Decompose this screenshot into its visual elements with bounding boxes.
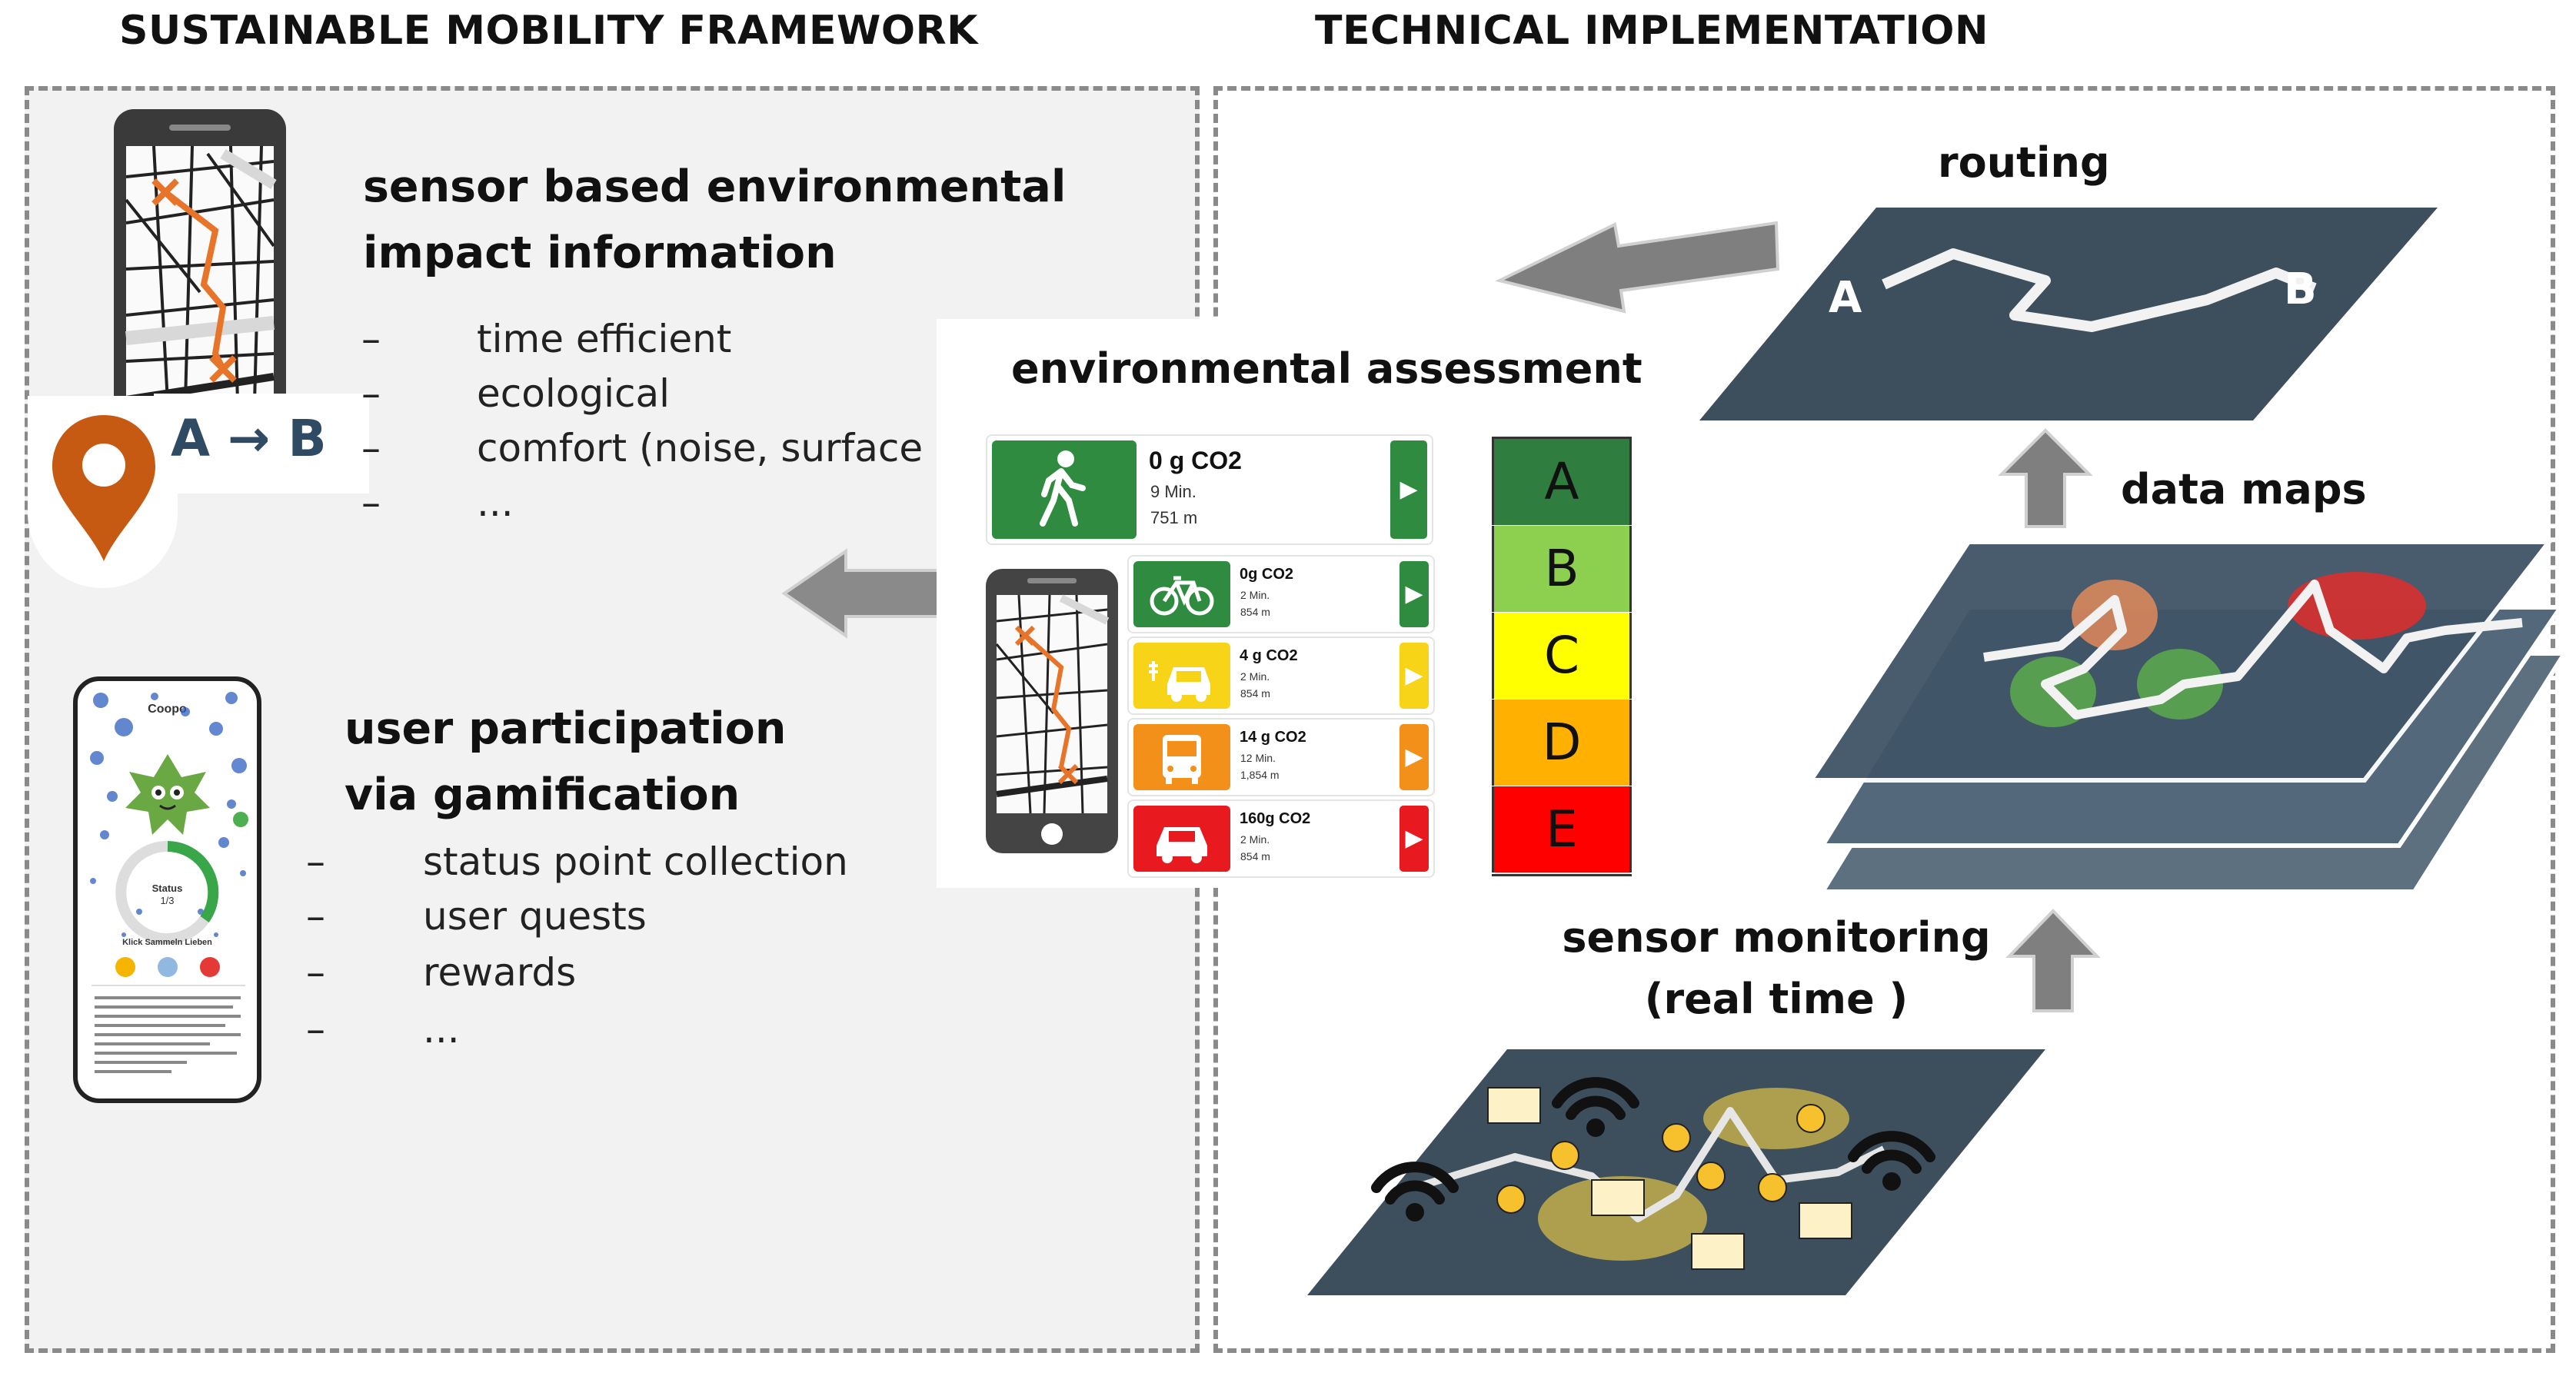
option-open-button[interactable]: ▶ [1399,806,1429,872]
electric-car-icon [1133,643,1230,709]
routing-map [1699,208,2438,420]
grade-b: B [1492,526,1632,612]
option-distance: 854 m [1240,850,1270,862]
primary-route-card[interactable]: 0 g CO2 9 Min. 751 m ▶ [986,434,1433,545]
grade-a: A [1492,439,1632,525]
option-co2: 4 g CO2 [1240,647,1298,664]
gamification-title: user participation via gamification [344,696,786,828]
grade-d: D [1492,700,1632,786]
app-title: Coopo [148,703,187,716]
option-time: 12 Min. [1240,752,1276,764]
gamification-phone: Coopo Status 1/3 Klick Sammeln Lieben [73,676,261,1103]
list-item: –... [361,480,514,525]
option-time: 2 Min. [1240,589,1270,601]
app-status: Status [151,882,183,894]
list-item: –... [306,1007,460,1052]
sensor-monitoring-line1: sensor monitoring [1562,913,1991,962]
route-option-bus[interactable]: 14 g CO2 12 Min. 1,854 m ▶ [1127,718,1435,796]
app-level: 1/3 [160,895,175,906]
framework-header: SUSTAINABLE MOBILITY FRAMEWORK [119,8,978,54]
option-co2: 0g CO2 [1240,566,1294,583]
route-option-ecar[interactable]: 4 g CO2 2 Min. 854 m ▶ [1127,636,1435,715]
arrow-up-icon [1998,428,2093,528]
option-time: 2 Min. [1240,833,1270,846]
grade-e: E [1492,786,1632,872]
bubble-field [90,692,248,1073]
option-co2: 14 g CO2 [1240,729,1306,746]
route-option-car[interactable]: 160g CO2 2 Min. 854 m ▶ [1127,799,1435,878]
data-maps-label: data maps [2121,465,2367,514]
gamification-title-line2: via gamification [344,769,741,820]
car-icon [1133,806,1230,872]
option-time: 2 Min. [1240,670,1270,683]
assessment-title: environmental assessment [1011,344,1642,393]
sensor-info-bullets: –time efficient –ecological –comfort (no… [361,317,992,540]
implementation-header: TECHNICAL IMPLEMENTATION [1315,8,1989,54]
option-open-button[interactable]: ▶ [1399,724,1429,790]
gamification-bullets: –status point collection –user quests –r… [306,839,921,1062]
sensor-info-title-line2: impact information [363,228,837,278]
primary-time: 9 Min. [1150,482,1196,501]
data-maps-stack [1806,540,2568,894]
list-item: –status point collection [306,839,848,884]
bus-icon [1133,724,1230,790]
option-distance: 854 m [1240,687,1270,700]
option-open-button[interactable]: ▶ [1399,561,1429,627]
walking-icon [992,440,1137,539]
option-open-button[interactable]: ▶ [1399,643,1429,709]
gamification-title-line1: user participation [344,703,787,754]
navigation-phone [114,109,286,437]
arrow-left-icon [1495,221,1780,314]
route-badge [154,394,369,494]
routing-label: routing [1938,138,2110,187]
grade-c: C [1492,613,1632,699]
sensor-monitoring-line2: (real time ) [1644,975,1909,1023]
arrow-up-icon [2005,909,2101,1012]
arrow-left-icon [781,548,940,639]
assessment-phone [986,569,1118,853]
list-item: –ecological [361,371,670,416]
option-distance: 1,854 m [1240,769,1280,781]
primary-open-button[interactable]: ▶ [1390,440,1427,539]
option-distance: 854 m [1240,606,1270,618]
list-item: –comfort (noise, surface ...) [361,426,987,470]
route-label: A → B [171,409,327,468]
option-co2: 160g CO2 [1240,810,1311,827]
route-option-bicycle[interactable]: 0g CO2 2 Min. 854 m ▶ [1127,555,1435,633]
list-item: –rewards [306,950,577,995]
primary-distance: 751 m [1150,508,1198,527]
grade-scale: A B C D E [1492,437,1632,876]
list-item: –user quests [306,894,647,939]
sensor-monitoring-map [1307,1049,2045,1295]
routing-end: B [2284,264,2317,314]
primary-co2: 0 g CO2 [1149,447,1242,474]
location-pin-icon [52,415,155,561]
app-caption: Klick Sammeln Lieben [122,938,212,947]
sensor-info-title-line1: sensor based environmental [363,161,1067,212]
routing-start: A [1829,273,1862,323]
sensor-info-title: sensor based environmental impact inform… [363,154,1066,286]
sensor-monitoring-label: sensor monitoring (real time ) [1561,907,1992,1030]
list-item: –time efficient [361,317,732,361]
bicycle-icon [1133,561,1230,627]
